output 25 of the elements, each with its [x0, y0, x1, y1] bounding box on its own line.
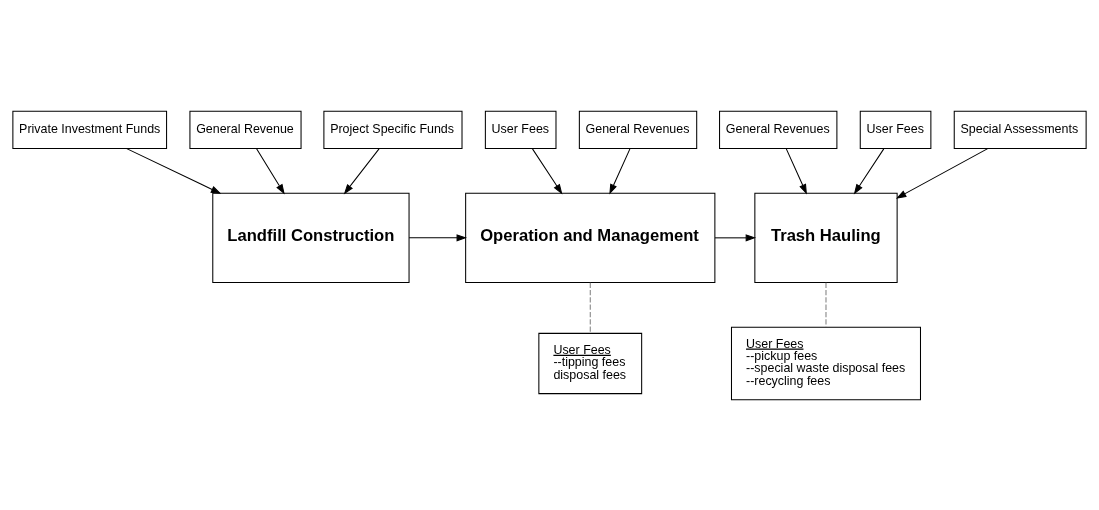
node-box: Operation and Management [465, 192, 716, 283]
node-box: Private Investment Funds [12, 110, 168, 149]
arrow [408, 233, 467, 241]
arrow [853, 147, 885, 194]
node-box: Special Assessments [953, 110, 1087, 149]
arrow [609, 147, 631, 195]
node-box: General Revenue [189, 110, 302, 149]
connector [825, 281, 827, 327]
node-box: Landfill Construction [212, 192, 410, 283]
arrow [256, 147, 285, 194]
arrow [343, 147, 380, 194]
arrow [531, 147, 563, 194]
node-box: General Revenues [719, 110, 838, 149]
node-box: User Fees --pickup fees --special waste disposal fees --recycling fees [730, 326, 921, 400]
arrow [714, 233, 757, 241]
connector [589, 281, 591, 334]
node-box: User Fees [484, 110, 557, 149]
arrow [126, 147, 222, 194]
node-box: User Fees [859, 110, 932, 149]
node-box: General Revenues [578, 110, 698, 149]
arrow [895, 147, 989, 199]
node-box: User Fees --tipping fees disposal fees [538, 332, 643, 394]
arrow [785, 147, 807, 195]
node-box: Trash Hauling [754, 192, 898, 283]
node-box: Project Specific Funds [323, 110, 463, 149]
